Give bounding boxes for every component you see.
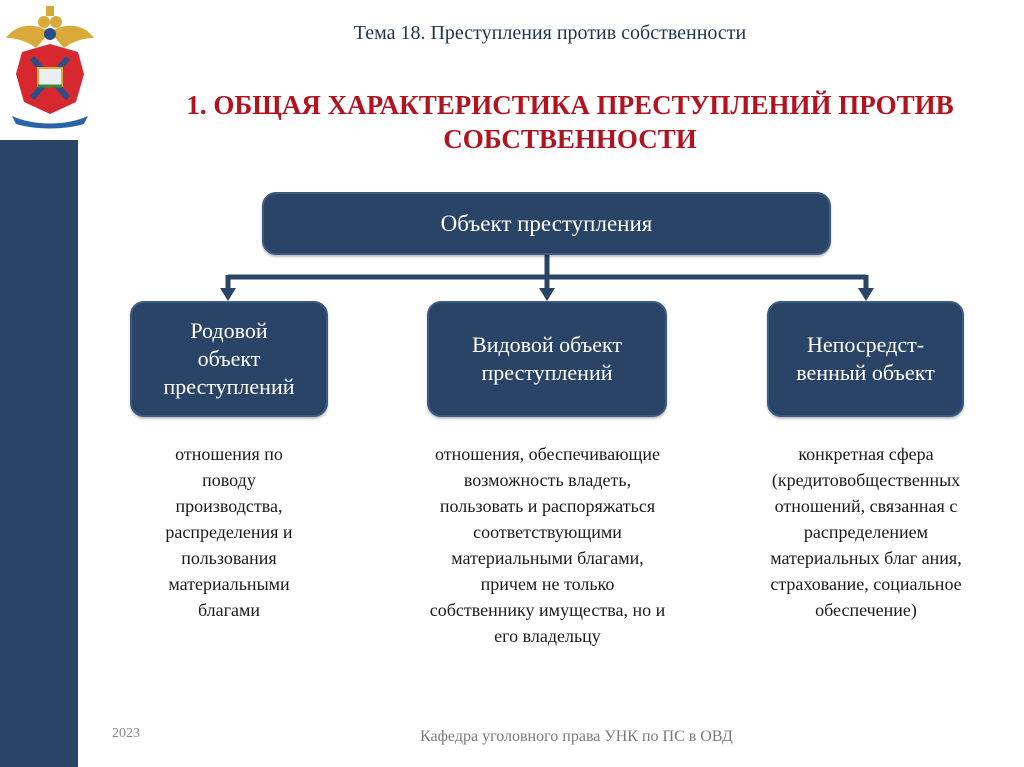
arrow-down-icon <box>220 288 236 301</box>
node-label-line: венный объект <box>796 360 935 385</box>
description-line: материальными благами, <box>451 548 644 568</box>
description-line: обеспечение) <box>815 600 917 620</box>
description-generic-object: отношения по поводу производства, распре… <box>130 441 328 623</box>
node-label-line: Видовой объект <box>472 332 622 357</box>
arrow-down-icon <box>858 288 874 301</box>
description-specific-object: отношения, обеспечивающие возможность вл… <box>380 441 715 649</box>
description-line: собственнику имущества, но и <box>429 600 666 620</box>
node-label-line: Непосредст- <box>806 332 925 357</box>
root-node-object-of-crime: Объект преступления <box>262 192 831 255</box>
footer-department: Кафедра уголовного права УНК по ПС в ОВД <box>420 728 733 745</box>
topic-heading: Тема 18. Преступления против собственнос… <box>353 22 747 44</box>
description-line: пользования <box>181 548 277 568</box>
root-node-label: Объект преступления <box>440 210 653 236</box>
left-sidebar-bar <box>0 140 78 767</box>
node-generic-object: Родовой объект преступлений <box>130 301 328 417</box>
arrow-down-icon <box>539 288 555 301</box>
description-line: материальными <box>168 574 290 594</box>
description-line: распределения и <box>165 522 293 542</box>
description-line: отношений, связанная с <box>774 496 958 516</box>
node-specific-object: Видовой объект преступлений <box>427 301 667 417</box>
node-label-line: Родовой <box>190 318 268 343</box>
title-line-2: СОБСТВЕННОСТИ <box>443 124 697 154</box>
police-academy-emblem-icon <box>6 6 94 129</box>
node-label-line: объект <box>197 346 261 371</box>
description-line: страхование, социальное <box>770 574 962 594</box>
description-line: причем не только <box>480 574 615 594</box>
description-line: благами <box>197 600 261 620</box>
description-line: распределением <box>803 522 929 542</box>
description-line: пользовать и распоряжаться <box>439 496 656 516</box>
title-line-1: 1. ОБЩАЯ ХАРАКТЕРИСТИКА ПРЕСТУПЛЕНИЙ ПРО… <box>186 90 954 120</box>
description-direct-object: конкретная сфера (кредитовобщественных о… <box>735 441 997 623</box>
description-line: отношения, обеспечивающие <box>434 444 661 464</box>
description-line: конкретная сфера <box>798 444 934 464</box>
description-line: отношения по <box>175 444 283 464</box>
description-line: производства, <box>175 496 283 516</box>
page-title: 1. ОБЩАЯ ХАРАКТЕРИСТИКА ПРЕСТУПЛЕНИЙ ПРО… <box>120 88 1020 156</box>
description-line: соответствующими <box>473 522 622 542</box>
description-line: поводу <box>202 470 256 490</box>
description-line: материальных благ ания, <box>770 548 962 568</box>
node-direct-object: Непосредст- венный объект <box>767 301 964 417</box>
description-line: возможность владеть, <box>463 470 632 490</box>
node-label-line: преступлений <box>163 374 295 399</box>
description-line: (кредитовобщественных <box>771 470 961 490</box>
description-line: его владельцу <box>494 626 601 646</box>
node-label-line: преступлений <box>481 360 613 385</box>
footer-year: 2023 <box>112 726 140 741</box>
